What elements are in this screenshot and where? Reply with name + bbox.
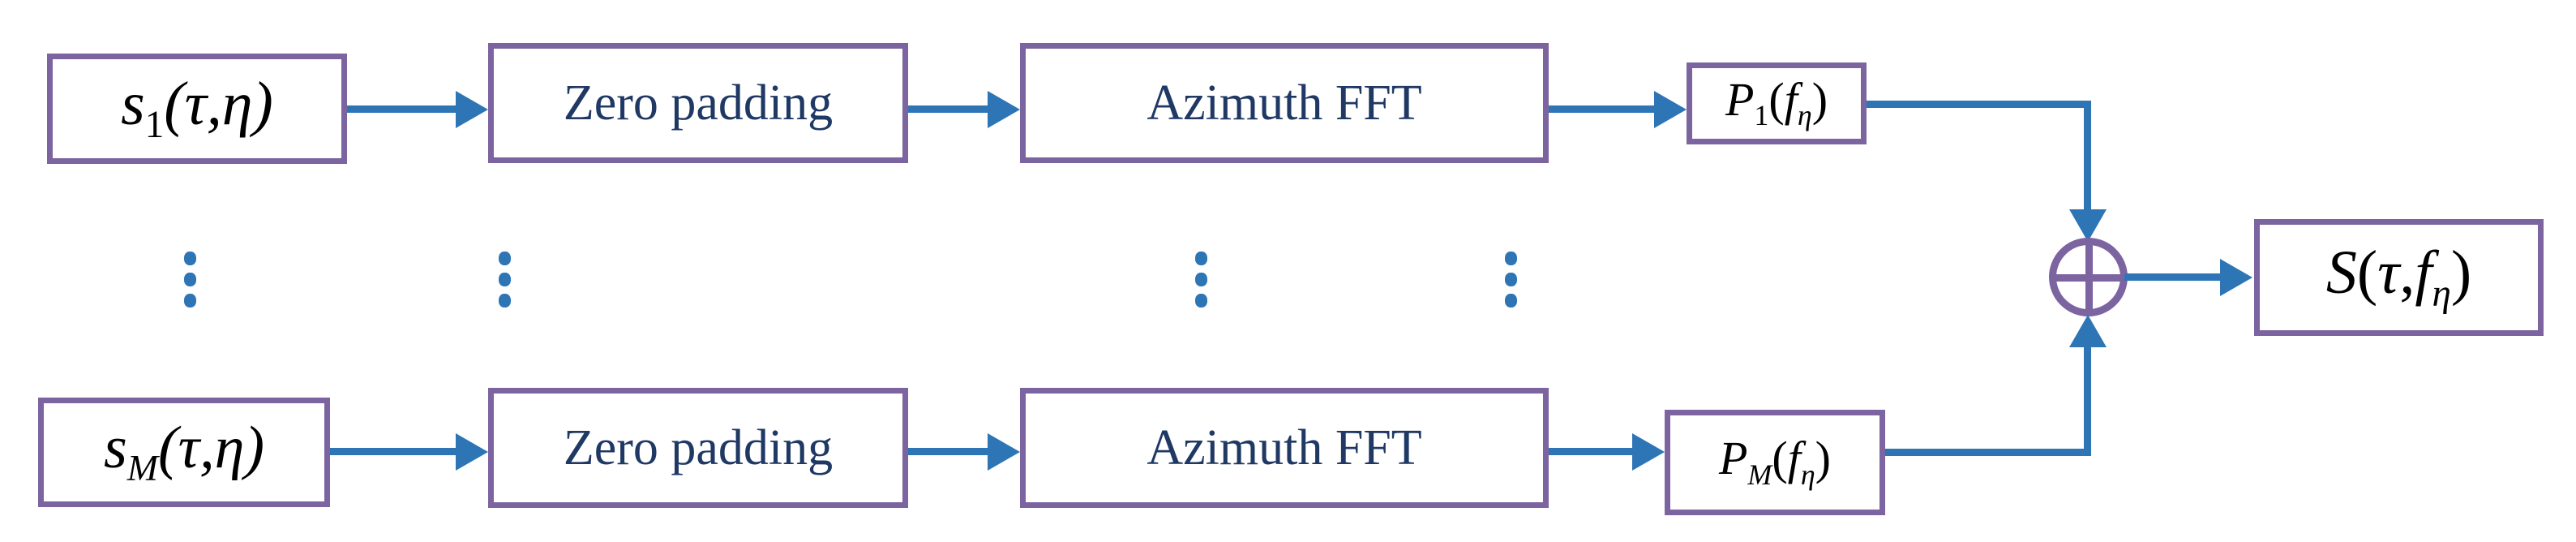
summation-junction[interactable] <box>2049 238 2128 316</box>
args-tau-eta: (τ,η) <box>164 69 273 138</box>
node-zero-padding-top[interactable]: Zero padding <box>488 43 908 163</box>
node-spectrum-last[interactable]: PM(fη) <box>1665 410 1885 515</box>
paren-open: ( <box>1768 72 1785 126</box>
node-zero-padding-bottom-label: Zero padding <box>563 420 834 475</box>
link-spectrum-first-to-summation-vertical <box>2084 101 2091 218</box>
paren-close: ) <box>1811 72 1828 126</box>
arrowhead-fft-bottom-to-spectrum-last <box>1632 433 1665 471</box>
node-input-first-label: s1(τ,η) <box>121 73 273 144</box>
symbol-P: P <box>1725 72 1755 126</box>
subscript-M: M <box>126 446 159 488</box>
arrowhead-input-last-to-zero-padding <box>456 433 488 471</box>
arrowhead-input-first-to-zero-padding <box>456 91 488 128</box>
symbol-S: S <box>2325 238 2357 307</box>
link-fft-bottom-to-spectrum-last <box>1549 448 1634 455</box>
link-spectrum-last-to-summation-vertical <box>2084 345 2091 456</box>
paren-open: ( <box>1772 432 1788 485</box>
comma: , <box>2399 238 2415 307</box>
node-azimuth-fft-top[interactable]: Azimuth FFT <box>1020 43 1549 163</box>
link-zero-padding-top-to-fft-top <box>908 105 989 113</box>
node-spectrum-first[interactable]: P1(fη) <box>1687 62 1867 144</box>
arrowhead-spectrum-first-to-summation <box>2069 209 2107 242</box>
node-azimuth-fft-bottom-label: Azimuth FFT <box>1147 420 1422 475</box>
symbol-tau: τ <box>2377 238 2400 307</box>
arrowhead-fft-top-to-spectrum-first <box>1654 91 1687 128</box>
symbol-f: f <box>2415 238 2432 307</box>
symbol-P: P <box>1718 432 1748 485</box>
symbol-f: f <box>1784 72 1798 126</box>
node-zero-padding-bottom[interactable]: Zero padding <box>488 388 908 508</box>
subscript-M: M <box>1747 458 1772 491</box>
symbol-f: f <box>1787 432 1801 485</box>
node-input-last-label: sM(τ,η) <box>104 418 264 486</box>
link-summation-to-output <box>2124 273 2222 281</box>
node-input-last[interactable]: sM(τ,η) <box>38 398 330 507</box>
arrowhead-zero-padding-top-to-fft-top <box>988 91 1020 128</box>
subscript-eta: η <box>1800 458 1815 491</box>
arrowhead-zero-padding-bottom-to-fft-bottom <box>988 433 1020 471</box>
paren-open: ( <box>2356 238 2378 307</box>
args-tau-eta: (τ,η) <box>158 415 264 482</box>
subscript-eta: η <box>2432 272 2451 315</box>
node-azimuth-fft-top-label: Azimuth FFT <box>1147 75 1422 131</box>
link-zero-padding-bottom-to-fft-bottom <box>908 448 989 455</box>
summation-cross-vertical <box>2085 245 2093 309</box>
arrowhead-spectrum-last-to-summation <box>2069 315 2107 347</box>
link-spectrum-first-to-summation-horizontal <box>1867 101 2091 108</box>
subscript-1: 1 <box>1754 99 1769 132</box>
link-fft-top-to-spectrum-first <box>1549 105 1656 113</box>
link-input-last-to-zero-padding <box>330 448 457 455</box>
arrowhead-summation-to-output <box>2220 259 2252 296</box>
paren-close: ) <box>2450 238 2472 307</box>
link-input-first-to-zero-padding <box>347 105 457 113</box>
symbol-s: s <box>121 69 145 138</box>
node-input-first[interactable]: s1(τ,η) <box>47 54 347 164</box>
node-azimuth-fft-bottom[interactable]: Azimuth FFT <box>1020 388 1549 508</box>
node-output-label: S(τ,fη) <box>2326 242 2471 313</box>
node-spectrum-last-label: PM(fη) <box>1719 435 1831 489</box>
subscript-1: 1 <box>144 103 165 146</box>
link-spectrum-last-to-summation-horizontal <box>1885 449 2091 456</box>
node-output[interactable]: S(τ,fη) <box>2254 219 2544 336</box>
symbol-s: s <box>103 415 127 482</box>
paren-close: ) <box>1815 432 1831 485</box>
node-zero-padding-top-label: Zero padding <box>563 75 834 131</box>
subscript-eta: η <box>1797 99 1812 132</box>
node-spectrum-first-label: P1(fη) <box>1725 72 1828 132</box>
